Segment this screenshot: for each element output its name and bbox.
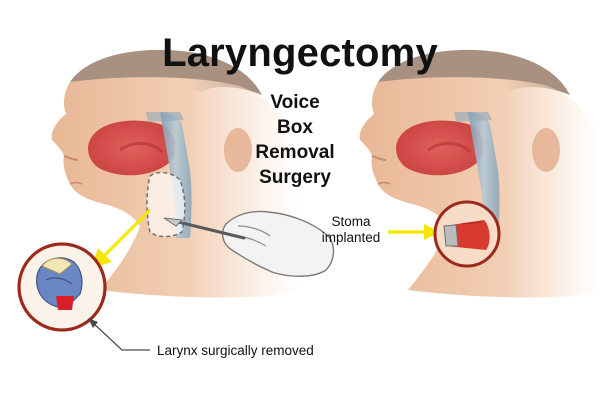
larynx-removed-label: Larynx surgically removed <box>157 343 314 358</box>
subtitle-block: Voice Box Removal Surgery <box>240 90 350 190</box>
stoma-tube-icon <box>443 220 490 250</box>
stoma-label: Stoma implanted <box>318 214 384 246</box>
surgical-scalpel-icon <box>163 217 246 240</box>
larynx-label-leader <box>88 318 150 351</box>
larynx-callout-circle <box>17 242 107 332</box>
arrow-to-stoma <box>388 224 440 240</box>
stoma-label-line: implanted <box>321 230 381 245</box>
subtitle-line: Surgery <box>259 167 331 188</box>
stoma-callout-circle <box>433 200 501 268</box>
gloved-hand-icon <box>221 210 335 277</box>
subtitle-line: Voice <box>270 92 320 113</box>
stoma-label-line: Stoma <box>331 214 371 229</box>
page-title: Laryngectomy <box>162 31 438 75</box>
larynx-organ-icon <box>36 257 83 310</box>
subtitle-line: Box <box>277 117 313 138</box>
right-head-figure <box>359 49 600 298</box>
subtitle-line: Removal <box>255 142 335 163</box>
